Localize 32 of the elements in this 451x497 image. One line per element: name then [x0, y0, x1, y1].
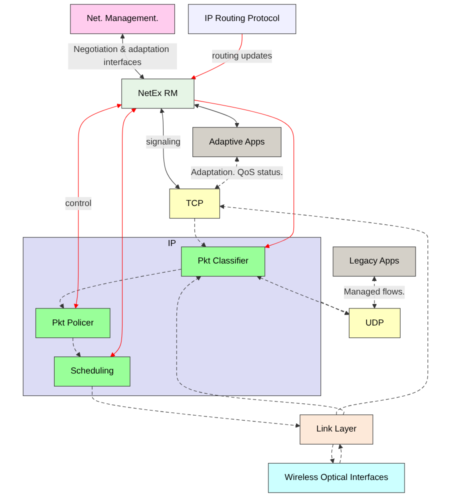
arrow [194, 218, 206, 248]
node-box: Scheduling [54, 356, 130, 386]
arrow [320, 302, 350, 315]
arrow [74, 104, 122, 309]
arrow [59, 268, 182, 309]
node-box: Net. Management. [70, 4, 175, 34]
edge-label: routing updates [212, 51, 272, 61]
node-box: Legacy Apps [332, 246, 416, 277]
node-box: TCP [169, 188, 220, 219]
node-box: Adaptive Apps [192, 127, 282, 158]
arrow [194, 100, 294, 248]
edge-label: Adaptation. QoS status. [190, 168, 283, 178]
arrow [92, 386, 300, 428]
arrow [110, 108, 136, 358]
edge-label: Managed flows. [344, 287, 405, 297]
node-box: Wireless Optical Interfaces [268, 462, 405, 493]
node-box: NetEx RM [121, 78, 194, 109]
edge-label: control [65, 198, 92, 208]
node-box: Pkt Policer [35, 308, 110, 338]
arrow [220, 204, 428, 416]
edge-label: signaling [146, 137, 181, 146]
arrow [256, 276, 350, 314]
arrow [72, 338, 81, 358]
node-box: IP Routing Protocol [188, 4, 296, 34]
node-box: UDP [348, 308, 400, 338]
arrow [330, 444, 335, 464]
arrow [194, 104, 240, 128]
node-box: Pkt Classifier [181, 246, 266, 277]
arrow [176, 276, 344, 416]
arrow [338, 444, 344, 464]
edge-label: Negotiation & adaptation interfaces [74, 44, 170, 68]
node-box: Link Layer [300, 414, 374, 444]
